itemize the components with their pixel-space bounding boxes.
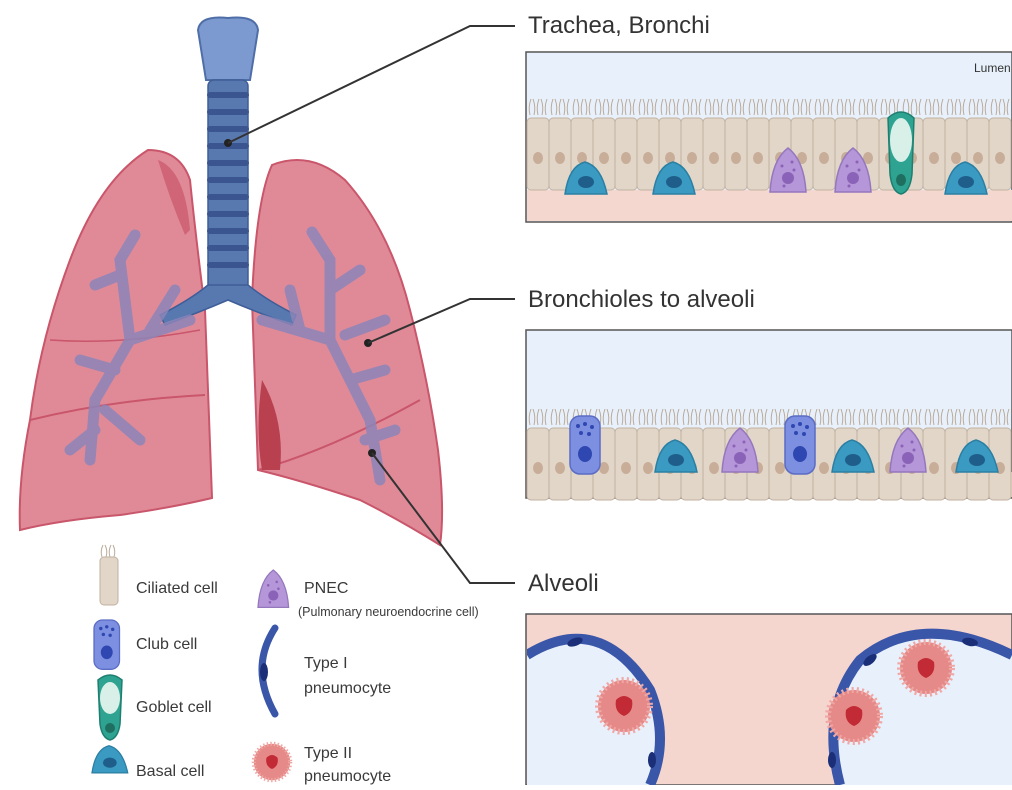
legend-label-club: Club cell xyxy=(136,636,197,653)
panel-alveoli xyxy=(526,614,1012,785)
type-2-pneumocyte-icon xyxy=(254,744,290,780)
legend-sublabel-type2: pneumocyte xyxy=(304,768,391,785)
legend-label-type2: Type II xyxy=(304,745,352,762)
type-1-pneumocyte-icon xyxy=(260,628,275,714)
ciliated-cell xyxy=(923,118,945,190)
left-lung xyxy=(252,160,442,545)
ciliated-cell xyxy=(527,118,549,190)
panel-trachea-epithelium: Lumen xyxy=(526,52,1012,222)
ciliated-cell xyxy=(615,428,637,500)
ciliated-cell xyxy=(813,118,835,190)
ciliated-cell xyxy=(549,118,571,190)
panel-bronchioles-epithelium xyxy=(526,330,1012,500)
ciliated-cell xyxy=(549,428,571,500)
pnec-icon xyxy=(258,570,289,607)
ciliated-cell xyxy=(813,428,835,500)
legend-label-ciliated: Ciliated cell xyxy=(136,580,218,597)
basal-cell-icon xyxy=(92,746,128,773)
type-2-cell xyxy=(598,680,650,732)
ciliated-cell xyxy=(527,428,549,500)
ciliated-cell-icon xyxy=(100,545,118,605)
ciliated-cell xyxy=(747,118,769,190)
lumen-label: Lumen xyxy=(974,61,1011,75)
ciliated-cell xyxy=(703,428,725,500)
legend-label-type1: Type I xyxy=(304,655,348,672)
section-title-trachea: Trachea, Bronchi xyxy=(528,12,710,39)
type-2-cell xyxy=(828,690,880,742)
section-title-alveoli: Alveoli xyxy=(528,570,599,597)
ciliated-cell xyxy=(989,118,1011,190)
ciliated-cell xyxy=(725,118,747,190)
club-cell-icon xyxy=(94,620,120,669)
club-cell xyxy=(570,416,600,474)
goblet-cell-icon xyxy=(98,675,122,740)
legend-label-pnec: PNEC xyxy=(304,580,348,597)
legend-label-basal: Basal cell xyxy=(136,763,204,780)
section-title-bronchioles: Bronchioles to alveoli xyxy=(528,286,755,313)
ciliated-cell xyxy=(615,118,637,190)
type-2-cell xyxy=(900,642,952,694)
lungs-illustration xyxy=(20,18,442,546)
ciliated-cell xyxy=(923,428,945,500)
ciliated-cell xyxy=(637,118,659,190)
goblet-cell xyxy=(888,112,914,194)
ciliated-cell xyxy=(703,118,725,190)
club-cell xyxy=(785,416,815,474)
legend-label-goblet: Goblet cell xyxy=(136,699,212,716)
ciliated-cell xyxy=(637,428,659,500)
legend-sublabel-pnec: (Pulmonary neuroendocrine cell) xyxy=(298,605,479,619)
legend-sublabel-type1: pneumocyte xyxy=(304,680,391,697)
legend: Ciliated cell Club cell Goblet cell Basa… xyxy=(92,545,479,785)
